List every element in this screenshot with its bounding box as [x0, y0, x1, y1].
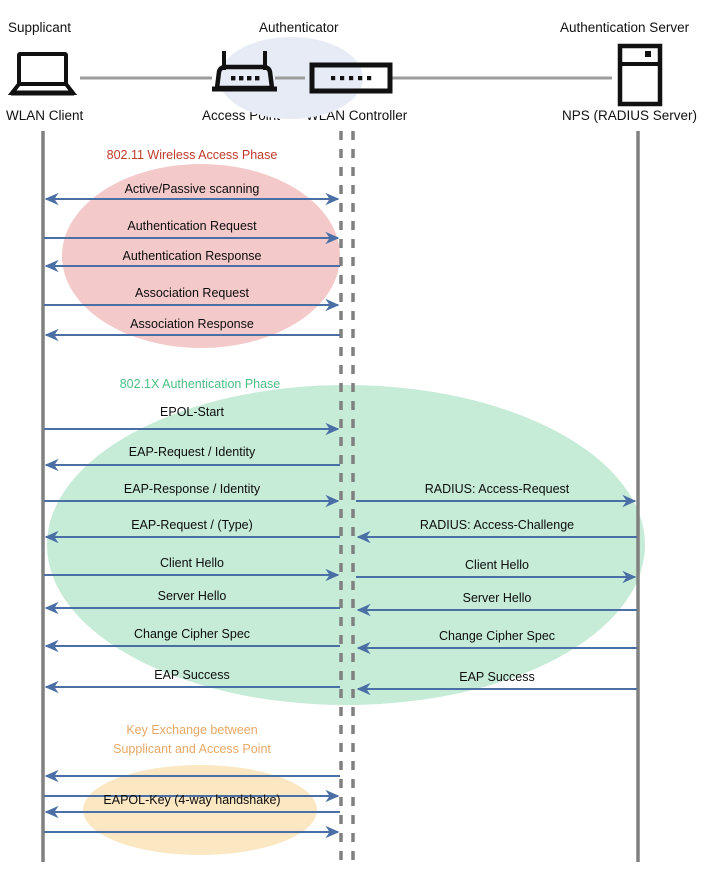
phase-80211-arrows — [44, 192, 340, 342]
access-point-icon — [212, 51, 277, 92]
phase-80211-ellipse — [62, 164, 340, 348]
message-label-eapol-start: EPOL-Start — [160, 405, 224, 419]
message-label-radius-access-challenge: RADIUS: Access-Challenge — [419, 518, 575, 532]
message-label-association-request: Association Request — [135, 286, 249, 300]
message-label-client-hello-right: Client Hello — [465, 558, 529, 572]
message-label-eap-request-type: EAP-Request / (Type) — [131, 518, 253, 532]
message-label-authentication-request: Authentication Request — [127, 219, 257, 233]
message-label-change-cipher-spec-right: Change Cipher Spec — [438, 629, 556, 643]
message-label-eap-response-identity: EAP-Response / Identity — [123, 482, 261, 496]
phase-title-keyexchange-line2: Supplicant and Access Point — [113, 742, 271, 756]
actor-device-wlan-client: WLAN Client — [6, 108, 84, 123]
message-label-eapol-key: EAPOL-Key (4-way handshake) — [103, 793, 281, 807]
message-label-eap-request-identity: EAP-Request / Identity — [128, 445, 256, 459]
server-icon — [617, 43, 663, 107]
message-label-radius-access-request: RADIUS: Access-Request — [424, 482, 570, 496]
message-label-eap-success-left: EAP Success — [154, 668, 230, 682]
actor-device-nps-radius-server: NPS (RADIUS Server) — [562, 108, 698, 123]
laptop-icon — [7, 52, 78, 96]
message-label-server-hello-left: Server Hello — [157, 589, 227, 603]
message-label-association-response: Association Response — [130, 317, 254, 331]
actor-role-supplicant: Supplicant — [8, 20, 72, 35]
message-label-authentication-response: Authentication Response — [122, 249, 262, 263]
message-label-change-cipher-spec-left: Change Cipher Spec — [133, 627, 251, 641]
phase-title-8021x: 802.1X Authentication Phase — [119, 377, 281, 391]
actor-role-authentication-server: Authentication Server — [560, 20, 690, 35]
phase-8021x-arrows — [44, 422, 637, 696]
phase-title-80211: 802.11 Wireless Access Phase — [106, 148, 278, 162]
wlan-controller-icon — [309, 62, 393, 94]
message-label-eap-success-right: EAP Success — [459, 670, 535, 684]
phase-keyexchange-arrows — [44, 769, 340, 839]
actor-role-authenticator: Authenticator — [259, 20, 339, 35]
message-label-server-hello-right: Server Hello — [462, 591, 532, 605]
message-label-client-hello-left: Client Hello — [160, 556, 224, 570]
message-label-active-passive-scanning: Active/Passive scanning — [124, 182, 260, 196]
phase-title-keyexchange-line1: Key Exchange between — [126, 723, 258, 737]
